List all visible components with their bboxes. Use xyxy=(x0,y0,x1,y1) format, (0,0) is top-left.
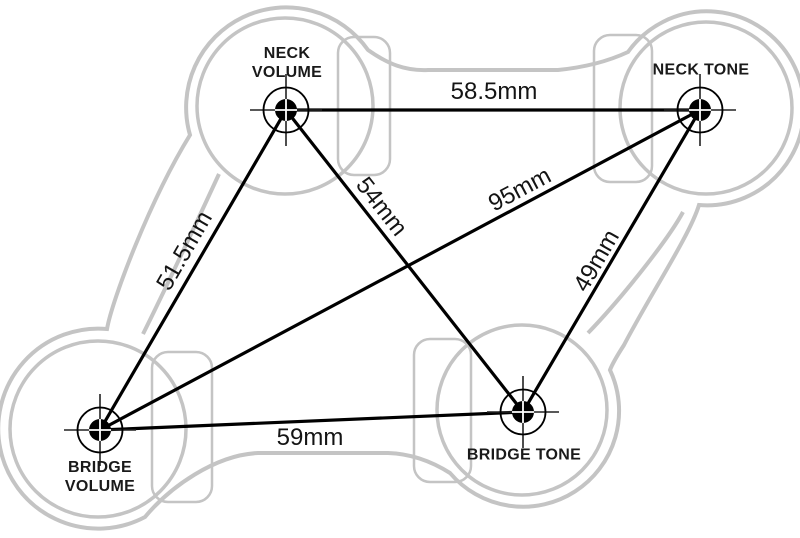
crosshair-icon-bridge-tone xyxy=(487,376,559,448)
pot-label-neck-tone: NECK TONE xyxy=(652,61,750,79)
pot-label-bridge-volume: BRIDGE VOLUME xyxy=(64,458,136,495)
pot-center-markers xyxy=(64,74,736,466)
right-web-inner-edge xyxy=(586,211,685,335)
template-outline xyxy=(0,5,800,531)
left-web-inner-edge xyxy=(141,173,221,335)
dimension-line-bv-nt xyxy=(99,108,701,432)
dimension-lines xyxy=(98,108,702,432)
recess-rect-neck-volume xyxy=(336,35,392,177)
dimension-line-nv-bv xyxy=(98,109,288,431)
pot-label-bridge-tone: BRIDGE TONE xyxy=(466,446,582,464)
neck-volume-circle xyxy=(195,16,375,196)
dimension-line-bv-bt xyxy=(99,410,524,432)
dimension-label-bv-bt: 59mm xyxy=(276,424,344,451)
bridge-tone-circle xyxy=(435,323,609,497)
plate-silhouette xyxy=(0,5,800,531)
dimension-label-nv-nt: 58.5mm xyxy=(450,78,538,105)
bridge-volume-circle xyxy=(8,339,188,519)
crosshair-icon-bridge-volume xyxy=(64,394,136,466)
neck-tone-circle xyxy=(618,20,794,196)
crosshair-icon-neck-tone xyxy=(664,74,736,146)
pot-label-neck-volume: NECK VOLUME xyxy=(251,44,323,81)
dimension-line-nt-bt xyxy=(521,109,702,413)
dimension-line-nv-bt xyxy=(284,109,525,413)
recess-rect-bridge-tone xyxy=(412,337,473,484)
crosshair-icon-neck-volume xyxy=(250,74,322,146)
